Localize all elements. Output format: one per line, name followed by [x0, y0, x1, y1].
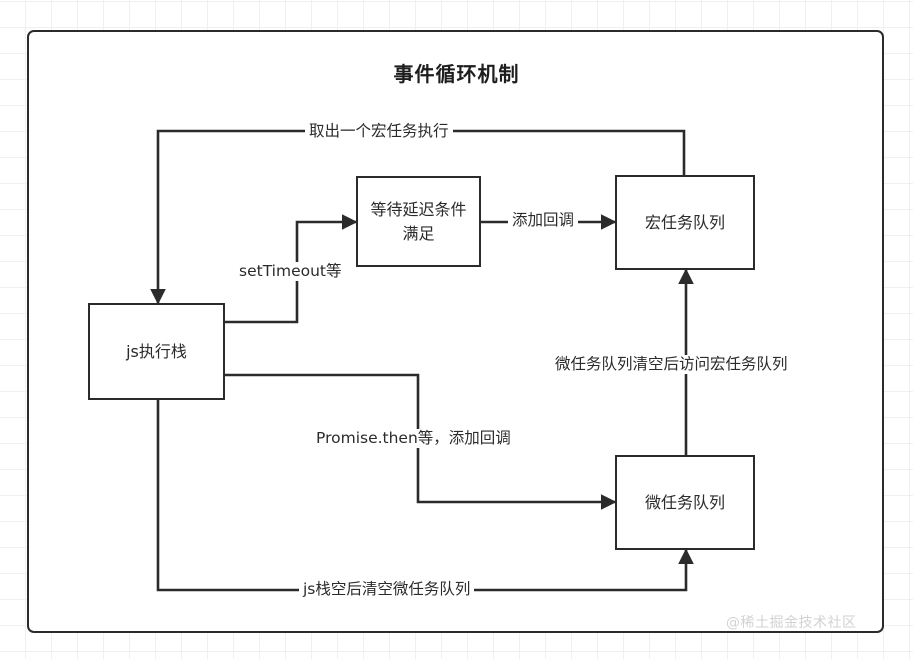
node-wait-delay-condition-label: 等待延迟条件满足: [370, 200, 467, 243]
watermark: @稀土掘金技术社区: [726, 615, 857, 631]
node-macrotask-queue-label: 宏任务队列: [644, 212, 725, 232]
page-title: 事件循环机制: [393, 62, 520, 86]
node-macrotask-queue[interactable]: 宏任务队列: [615, 175, 755, 270]
node-js-stack[interactable]: js执行栈: [88, 303, 225, 400]
edge-label-take-macrotask: 取出一个宏任务执行: [305, 122, 453, 141]
edge-label-settimeout: setTimeout等: [235, 262, 346, 281]
node-wait-delay-condition[interactable]: 等待延迟条件满足: [356, 176, 481, 267]
edge-label-js-stack-empty: js栈空后清空微任务队列: [299, 580, 475, 599]
node-js-stack-label: js执行栈: [126, 341, 187, 361]
edge-label-promise-then: Promise.then等，添加回调: [312, 429, 515, 448]
node-microtask-queue-label: 微任务队列: [644, 492, 725, 512]
node-microtask-queue[interactable]: 微任务队列: [615, 455, 755, 550]
edge-label-add-callback: 添加回调: [508, 211, 579, 230]
edge-label-after-microtask-clear: 微任务队列清空后访问宏任务队列: [551, 355, 792, 374]
